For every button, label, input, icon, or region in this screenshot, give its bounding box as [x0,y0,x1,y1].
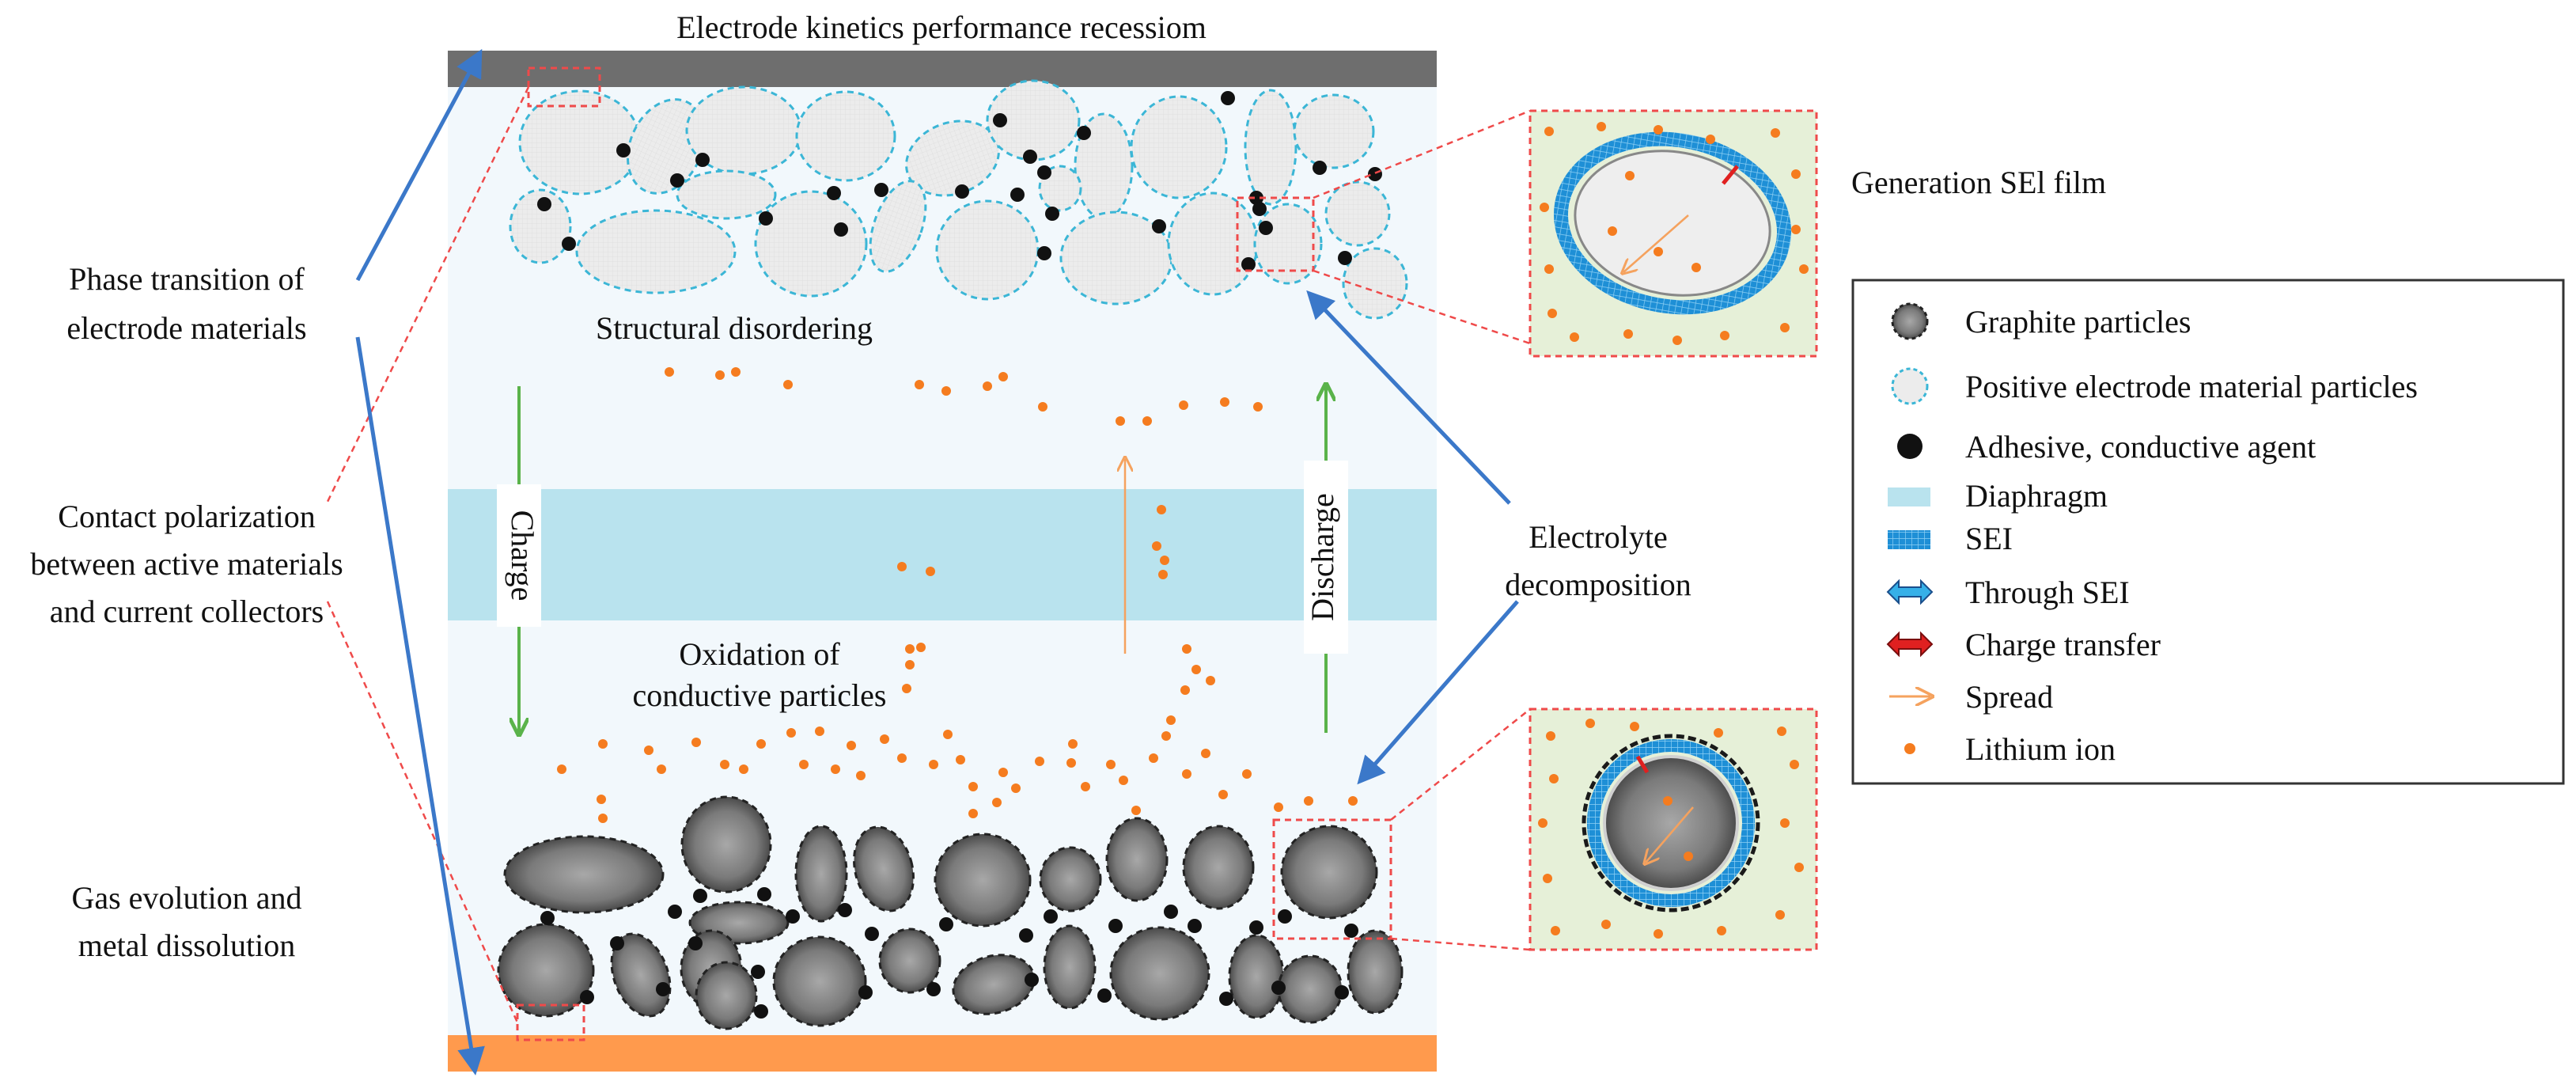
graphite-particle [878,928,941,994]
graphite-particle [497,923,595,1018]
diaphragm-swatch-icon [1888,487,1930,506]
conductive-agent-dots-top [537,91,1382,271]
top-current-collector [448,51,1437,87]
positive-particle [795,90,896,182]
legend-label-charge-transfer: Charge transfer [1965,627,2161,662]
graphite-particle [1039,846,1102,912]
callout-box-positive [1236,196,1315,272]
oxidation-label-line2: conductive particles [633,677,887,713]
orange-dot-icon [1904,743,1915,754]
graphite-particle [1228,934,1285,1019]
charge-label-bg [497,484,541,627]
electrolyte-arrow-down [1357,600,1519,785]
legend: Graphite particles Positive electrode ma… [1851,279,2565,785]
legend-label-lithium-ion: Lithium ion [1965,731,2116,767]
generation-sei-label: Generation SEl film [1851,165,2106,200]
legend-box [1851,279,2565,785]
positive-particle [1074,112,1134,220]
phase-transition-label-line1: Phase transition of [69,261,305,297]
positive-particle [1167,192,1259,296]
graphite-particle [794,825,848,923]
sei-swatch-icon [1888,530,1930,549]
conductive-agent-dots-bottom [540,887,1358,1019]
structural-disordering-label: Structural disordering [596,310,873,346]
positive-particle [509,188,572,264]
phase-transition-arrow-down [355,336,485,1076]
graphite-particle [853,825,915,912]
graphite-particle [610,932,672,1018]
electrolyte-decomposition-label-line2: decomposition [1505,567,1691,602]
positive-particle [1342,247,1408,320]
graphite-particle [772,935,867,1027]
inset-graphite-sei [1529,708,1818,951]
graphite-particle [1043,924,1097,1010]
positive-particle [1130,95,1228,199]
graphite-particle [695,961,758,1030]
callout-box-bottom-collector [516,1003,585,1041]
legend-label-spread: Spread [1965,679,2053,715]
positive-particle [1293,93,1375,169]
graphite-particle [1347,929,1404,1015]
graphite-particles [497,795,1404,1030]
electrolyte-arrow-up [1306,290,1511,505]
graphite-particle [1182,825,1255,910]
positive-particle [754,190,868,298]
legend-label-adhesive: Adhesive, conductive agent [1965,429,2316,465]
inset-positive-sei [1529,109,1818,358]
graphite-particle-icon [1891,302,1929,340]
legend-label-sei: SEI [1965,521,2013,556]
discharge-label: Discharge [1305,493,1340,620]
legend-label-graphite: Graphite particles [1965,304,2191,340]
contact-polarization-label-line3: and current collectors [50,594,324,629]
graphite-particle [1109,926,1210,1021]
callout-box-graphite [1272,818,1392,940]
positive-particle [869,180,927,273]
positive-particle [676,169,777,220]
positive-particle [1038,165,1082,212]
graphite-particle [503,835,665,914]
contact-polarization-label-line1: Contact polarization [58,499,315,534]
double-arrow-red-icon [1886,631,1934,658]
bottom-current-collector [448,1035,1437,1072]
positive-electrode-particles [509,79,1408,320]
charge-label: Charge [505,510,540,601]
graphite-particle [1277,954,1343,1024]
phase-transition-label-line2: electrode materials [66,310,306,346]
gas-evolution-label-line2: metal dissolution [78,928,295,963]
discharge-label-bg [1304,461,1348,654]
positive-particle [1244,89,1297,206]
electrolyte-decomposition-label-line1: Electrolyte [1529,519,1667,555]
legend-label-diaphragm: Diaphragm [1965,478,2108,514]
phase-transition-arrow-up [355,48,483,282]
positive-particle [575,209,737,294]
graphite-particle [934,833,1032,928]
graphite-particle [680,795,772,893]
double-arrow-blue-icon [1886,579,1934,605]
diagram-title: Electrode kinetics performance recessiom [676,9,1207,45]
lithium-ions-electrolyte [557,367,1358,823]
positive-particle [935,199,1040,301]
legend-label-through-sei: Through SEI [1965,575,2130,610]
diaphragm [448,489,1437,620]
contact-polarization-label-line2: between active materials [30,546,343,582]
positive-particle-icon [1891,367,1929,405]
callout-leader-lines [326,86,1531,1023]
graphite-particle [1105,817,1169,902]
positive-particle [1324,180,1391,247]
oxidation-label-line1: Oxidation of [679,636,840,672]
graphite-particle [1280,825,1378,920]
positive-particle [1253,203,1323,285]
gas-evolution-label-line1: Gas evolution and [71,880,301,916]
black-dot-icon [1897,434,1923,459]
legend-label-positive: Positive electrode material particles [1965,369,2418,404]
